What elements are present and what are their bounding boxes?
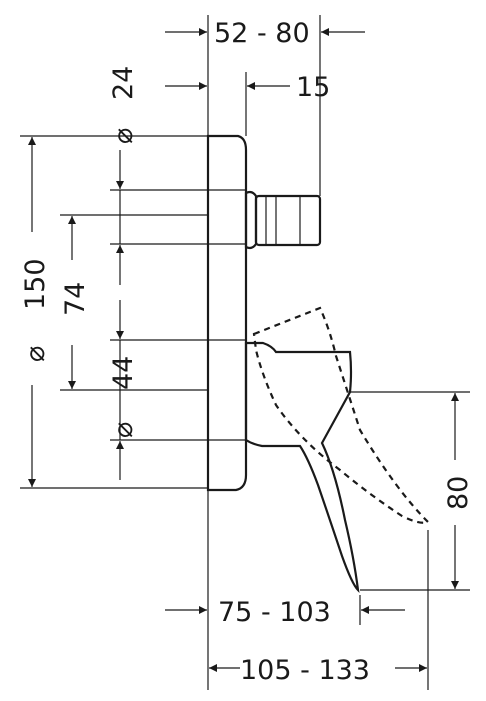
dim-total-reach: 105 - 133 bbox=[209, 655, 427, 686]
dim-spacing-74: 74 bbox=[60, 216, 91, 389]
dim-total-reach-label: 105 - 133 bbox=[240, 655, 370, 686]
dim-spacing-44: 44 ⌀ bbox=[108, 300, 139, 480]
diameter-symbol-left-icon: ⌀ bbox=[20, 346, 51, 362]
lever-handle-alt-position bbox=[252, 306, 430, 524]
diameter-symbol-upper-icon: ⌀ bbox=[108, 128, 139, 144]
diameter-symbol-lower-icon: ⌀ bbox=[108, 422, 139, 438]
dim-top-offset-label: 15 bbox=[296, 72, 330, 103]
dim-dia-upper-label: 24 bbox=[108, 66, 139, 100]
dim-top-depth: 52 - 80 bbox=[165, 18, 365, 49]
dim-height-total: 150 ⌀ bbox=[20, 137, 51, 487]
dim-dia-upper: 24 ⌀ bbox=[108, 66, 139, 285]
escutcheon-plate bbox=[206, 134, 248, 492]
extension-lines bbox=[20, 15, 470, 690]
dim-spacing-74-label: 74 bbox=[60, 282, 91, 316]
dim-top-offset: 15 bbox=[165, 72, 330, 103]
dim-height-total-label: 150 bbox=[20, 258, 51, 310]
dim-spacing-44-label: 44 bbox=[108, 356, 139, 390]
dim-handle-reach: 75 - 103 bbox=[165, 597, 405, 628]
dim-handle-height: 80 bbox=[443, 393, 474, 589]
lever-handle bbox=[244, 341, 360, 594]
dim-handle-height-label: 80 bbox=[443, 476, 474, 510]
dim-top-depth-label: 52 - 80 bbox=[214, 18, 310, 49]
dim-handle-reach-label: 75 - 103 bbox=[218, 597, 331, 628]
diverter-knob bbox=[244, 190, 322, 250]
